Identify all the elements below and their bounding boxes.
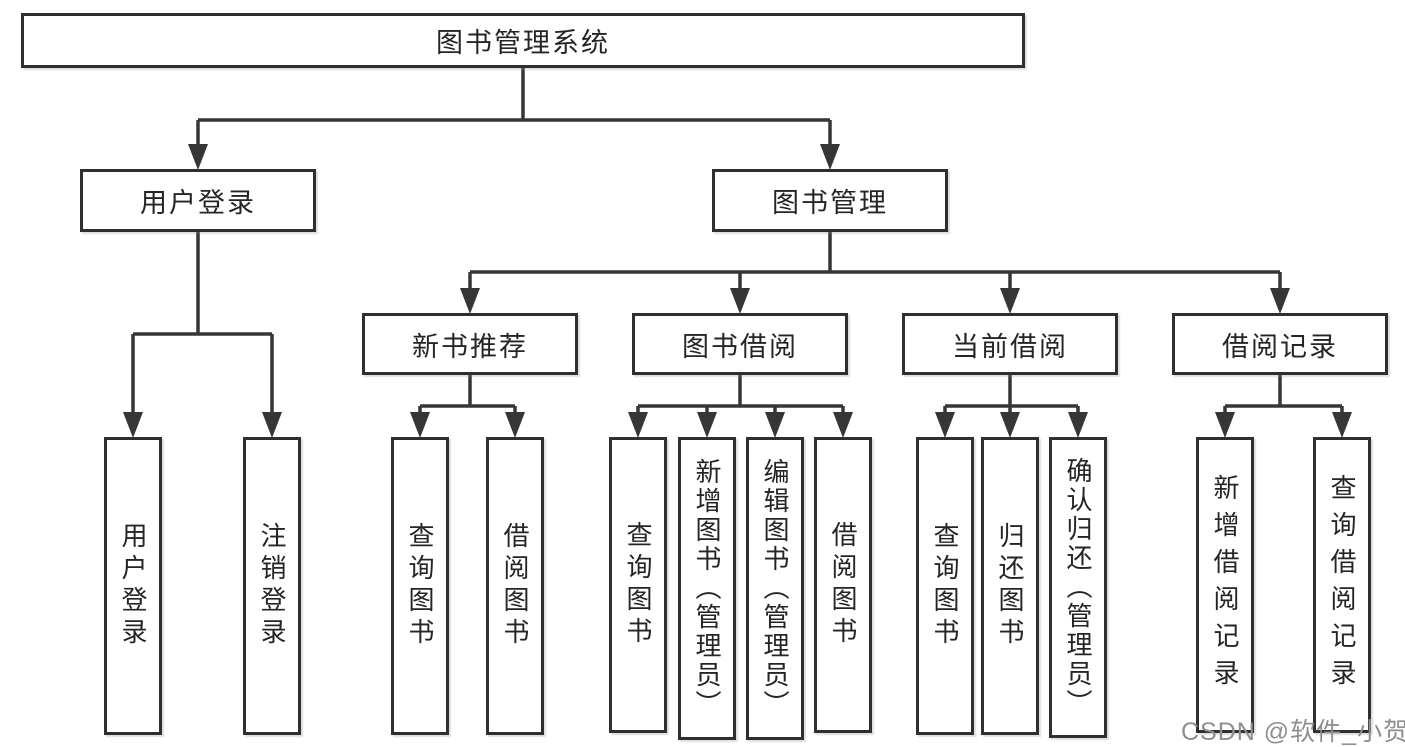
node-label: 查询图书 — [623, 521, 653, 649]
node-current-borrow: 当前借阅 — [902, 313, 1118, 375]
node-leaf-confirm-return: 确认归还（管理员） — [1049, 437, 1107, 738]
node-leaf-add-record: 新增借阅记录 — [1196, 437, 1254, 733]
node-label: 查询借阅记录 — [1327, 474, 1357, 696]
node-leaf-add-book: 新增图书（管理员） — [678, 437, 736, 740]
node-user-login: 用户登录 — [80, 169, 316, 232]
node-label: 图书管理系统 — [436, 28, 610, 58]
node-label: 当前借阅 — [952, 331, 1068, 362]
node-leaf-query-record: 查询借阅记录 — [1313, 437, 1371, 733]
node-leaf-borrow-book-2: 借阅图书 — [814, 437, 872, 733]
node-leaf-user-login: 用户登录 — [104, 437, 162, 735]
node-label: 注销登录 — [257, 522, 287, 650]
node-book-borrow: 图书借阅 — [632, 313, 848, 375]
node-leaf-logout: 注销登录 — [243, 437, 301, 735]
node-label: 新增图书（管理员） — [692, 458, 722, 719]
node-label: 用户登录 — [118, 522, 148, 650]
node-label: 借阅图书 — [828, 521, 858, 649]
node-leaf-query-book-1: 查询图书 — [391, 437, 449, 735]
node-leaf-return-book: 归还图书 — [981, 437, 1039, 735]
node-label: 新书推荐 — [412, 331, 528, 362]
node-leaf-borrow-book-1: 借阅图书 — [486, 437, 544, 735]
watermark: CSDN @软件_小贺同学 — [1181, 718, 1405, 746]
node-label: 图书管理 — [772, 188, 888, 218]
node-label: 借阅图书 — [500, 522, 530, 650]
node-root: 图书管理系统 — [21, 13, 1025, 68]
node-label: 图书借阅 — [682, 331, 798, 362]
node-label: 确认归还（管理员） — [1063, 457, 1093, 718]
node-label: 归还图书 — [995, 522, 1025, 650]
node-label: 查询图书 — [405, 522, 435, 650]
node-leaf-query-book-2: 查询图书 — [609, 437, 667, 733]
node-label: 用户登录 — [140, 188, 256, 218]
node-book-mgmt: 图书管理 — [712, 169, 948, 232]
node-borrow-records: 借阅记录 — [1172, 313, 1388, 375]
node-leaf-query-book-3: 查询图书 — [916, 437, 974, 735]
node-label: 借阅记录 — [1222, 331, 1338, 362]
node-label: 编辑图书（管理员） — [760, 458, 790, 719]
node-new-book-rec: 新书推荐 — [362, 313, 578, 375]
node-label: 新增借阅记录 — [1210, 474, 1240, 696]
node-label: 查询图书 — [930, 522, 960, 650]
node-leaf-edit-book: 编辑图书（管理员） — [746, 437, 804, 740]
